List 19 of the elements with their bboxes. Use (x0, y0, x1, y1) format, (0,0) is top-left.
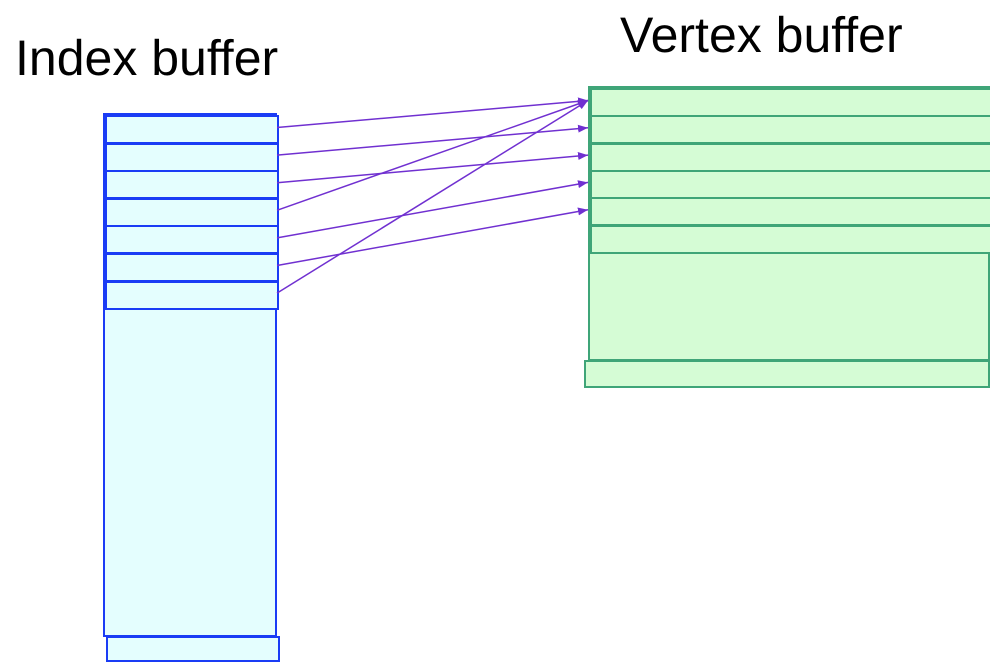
buffer-box (103, 113, 277, 637)
buffer-box (588, 86, 990, 361)
buffer-slot (106, 636, 280, 662)
buffer-slot (590, 142, 990, 172)
buffer-slot (105, 253, 279, 282)
buffer-slot (590, 88, 990, 117)
buffer-slot (584, 360, 990, 388)
buffer-title: Index buffer (15, 33, 278, 83)
buffer-slot (590, 197, 990, 226)
buffer-slot (105, 280, 279, 310)
buffer-slot (105, 115, 279, 144)
buffer-slot (590, 115, 990, 144)
buffer-slot (105, 198, 279, 227)
buffer-slot (105, 225, 279, 254)
buffer-slot (590, 224, 990, 254)
buffer-slot (105, 170, 279, 200)
buffer-slot (105, 142, 279, 172)
buffer-slot (590, 170, 990, 199)
buffer-title: Vertex buffer (620, 10, 903, 60)
